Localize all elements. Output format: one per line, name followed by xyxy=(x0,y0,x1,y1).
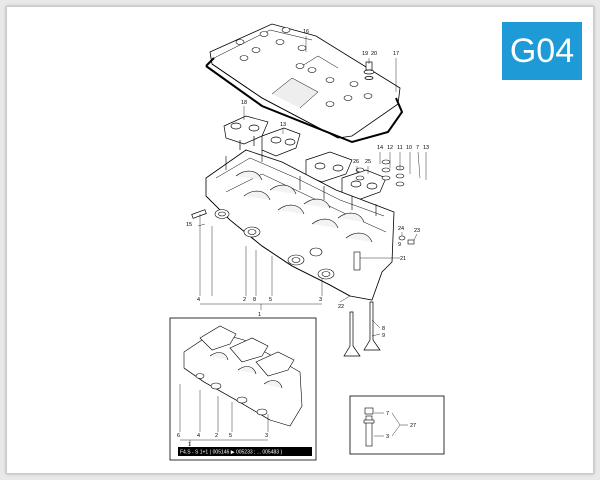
callout-13a: 13 xyxy=(280,122,286,128)
inset-callout-3: 3 xyxy=(265,433,268,439)
callout-3: 3 xyxy=(319,297,322,303)
callout-23: 23 xyxy=(414,228,420,234)
inset-callout-2: 2 xyxy=(215,433,218,439)
callout-valve-8: 8 xyxy=(382,326,385,332)
callout-20: 20 xyxy=(371,51,377,57)
cylinder-head xyxy=(205,149,395,301)
head-fitting xyxy=(398,235,415,245)
cover-gasket xyxy=(205,65,404,144)
guide-detail-box xyxy=(349,395,445,455)
callout-19: 19 xyxy=(362,51,368,57)
callout-7: 7 xyxy=(416,145,419,151)
callout-13b: 13 xyxy=(423,145,429,151)
callout-valve-9: 9 xyxy=(382,333,385,339)
callout-25: 25 xyxy=(365,159,371,165)
head-stud xyxy=(191,209,207,219)
callout-21: 21 xyxy=(400,256,406,262)
callout-5: 5 xyxy=(269,297,272,303)
callout-10: 10 xyxy=(406,145,412,151)
callout-9a: 9 xyxy=(398,242,401,248)
valves xyxy=(343,301,381,357)
cam-holder-rear xyxy=(305,151,387,201)
inset-serial-stamp: F4.S - S 1+1 ( 005146 ▶ 005233 ; ... 005… xyxy=(180,450,282,456)
inset-callout-6: 6 xyxy=(177,433,180,439)
callout-4: 4 xyxy=(197,297,200,303)
callout-18: 18 xyxy=(241,100,247,106)
inset-callout-1: 1 xyxy=(188,442,191,448)
callout-16: 16 xyxy=(303,29,309,35)
guide-callout-3: 3 xyxy=(386,434,389,440)
inset-callout-5: 5 xyxy=(229,433,232,439)
guide-callout-27: 27 xyxy=(410,423,416,429)
callout-1: 1 xyxy=(258,312,261,318)
callout-labels: 16 19 20 17 18 13 14 12 11 10 7 26 25 13… xyxy=(177,29,429,448)
cover-bolt xyxy=(363,61,375,80)
callout-26: 26 xyxy=(353,159,359,165)
callout-22: 22 xyxy=(338,304,344,310)
callout-2: 2 xyxy=(243,297,246,303)
callout-8a: 8 xyxy=(253,297,256,303)
inset-callout-4: 4 xyxy=(197,433,200,439)
valve-guide xyxy=(353,251,361,271)
callout-24: 24 xyxy=(398,226,404,232)
cam-holder-right xyxy=(261,127,301,157)
cam-holder-left xyxy=(223,115,269,150)
callout-15: 15 xyxy=(186,222,192,228)
valve-cover xyxy=(209,23,401,139)
guide-callout-7: 7 xyxy=(386,411,389,417)
callout-11: 11 xyxy=(397,145,403,151)
leader-lines xyxy=(197,36,427,337)
callout-14: 14 xyxy=(377,145,383,151)
page-code-badge: G04 xyxy=(502,22,582,80)
callout-17: 17 xyxy=(393,51,399,57)
inset-variant-box: F4.S - S 1+1 ( 005146 ▶ 005233 ; ... 005… xyxy=(169,317,317,461)
callout-12: 12 xyxy=(387,145,393,151)
